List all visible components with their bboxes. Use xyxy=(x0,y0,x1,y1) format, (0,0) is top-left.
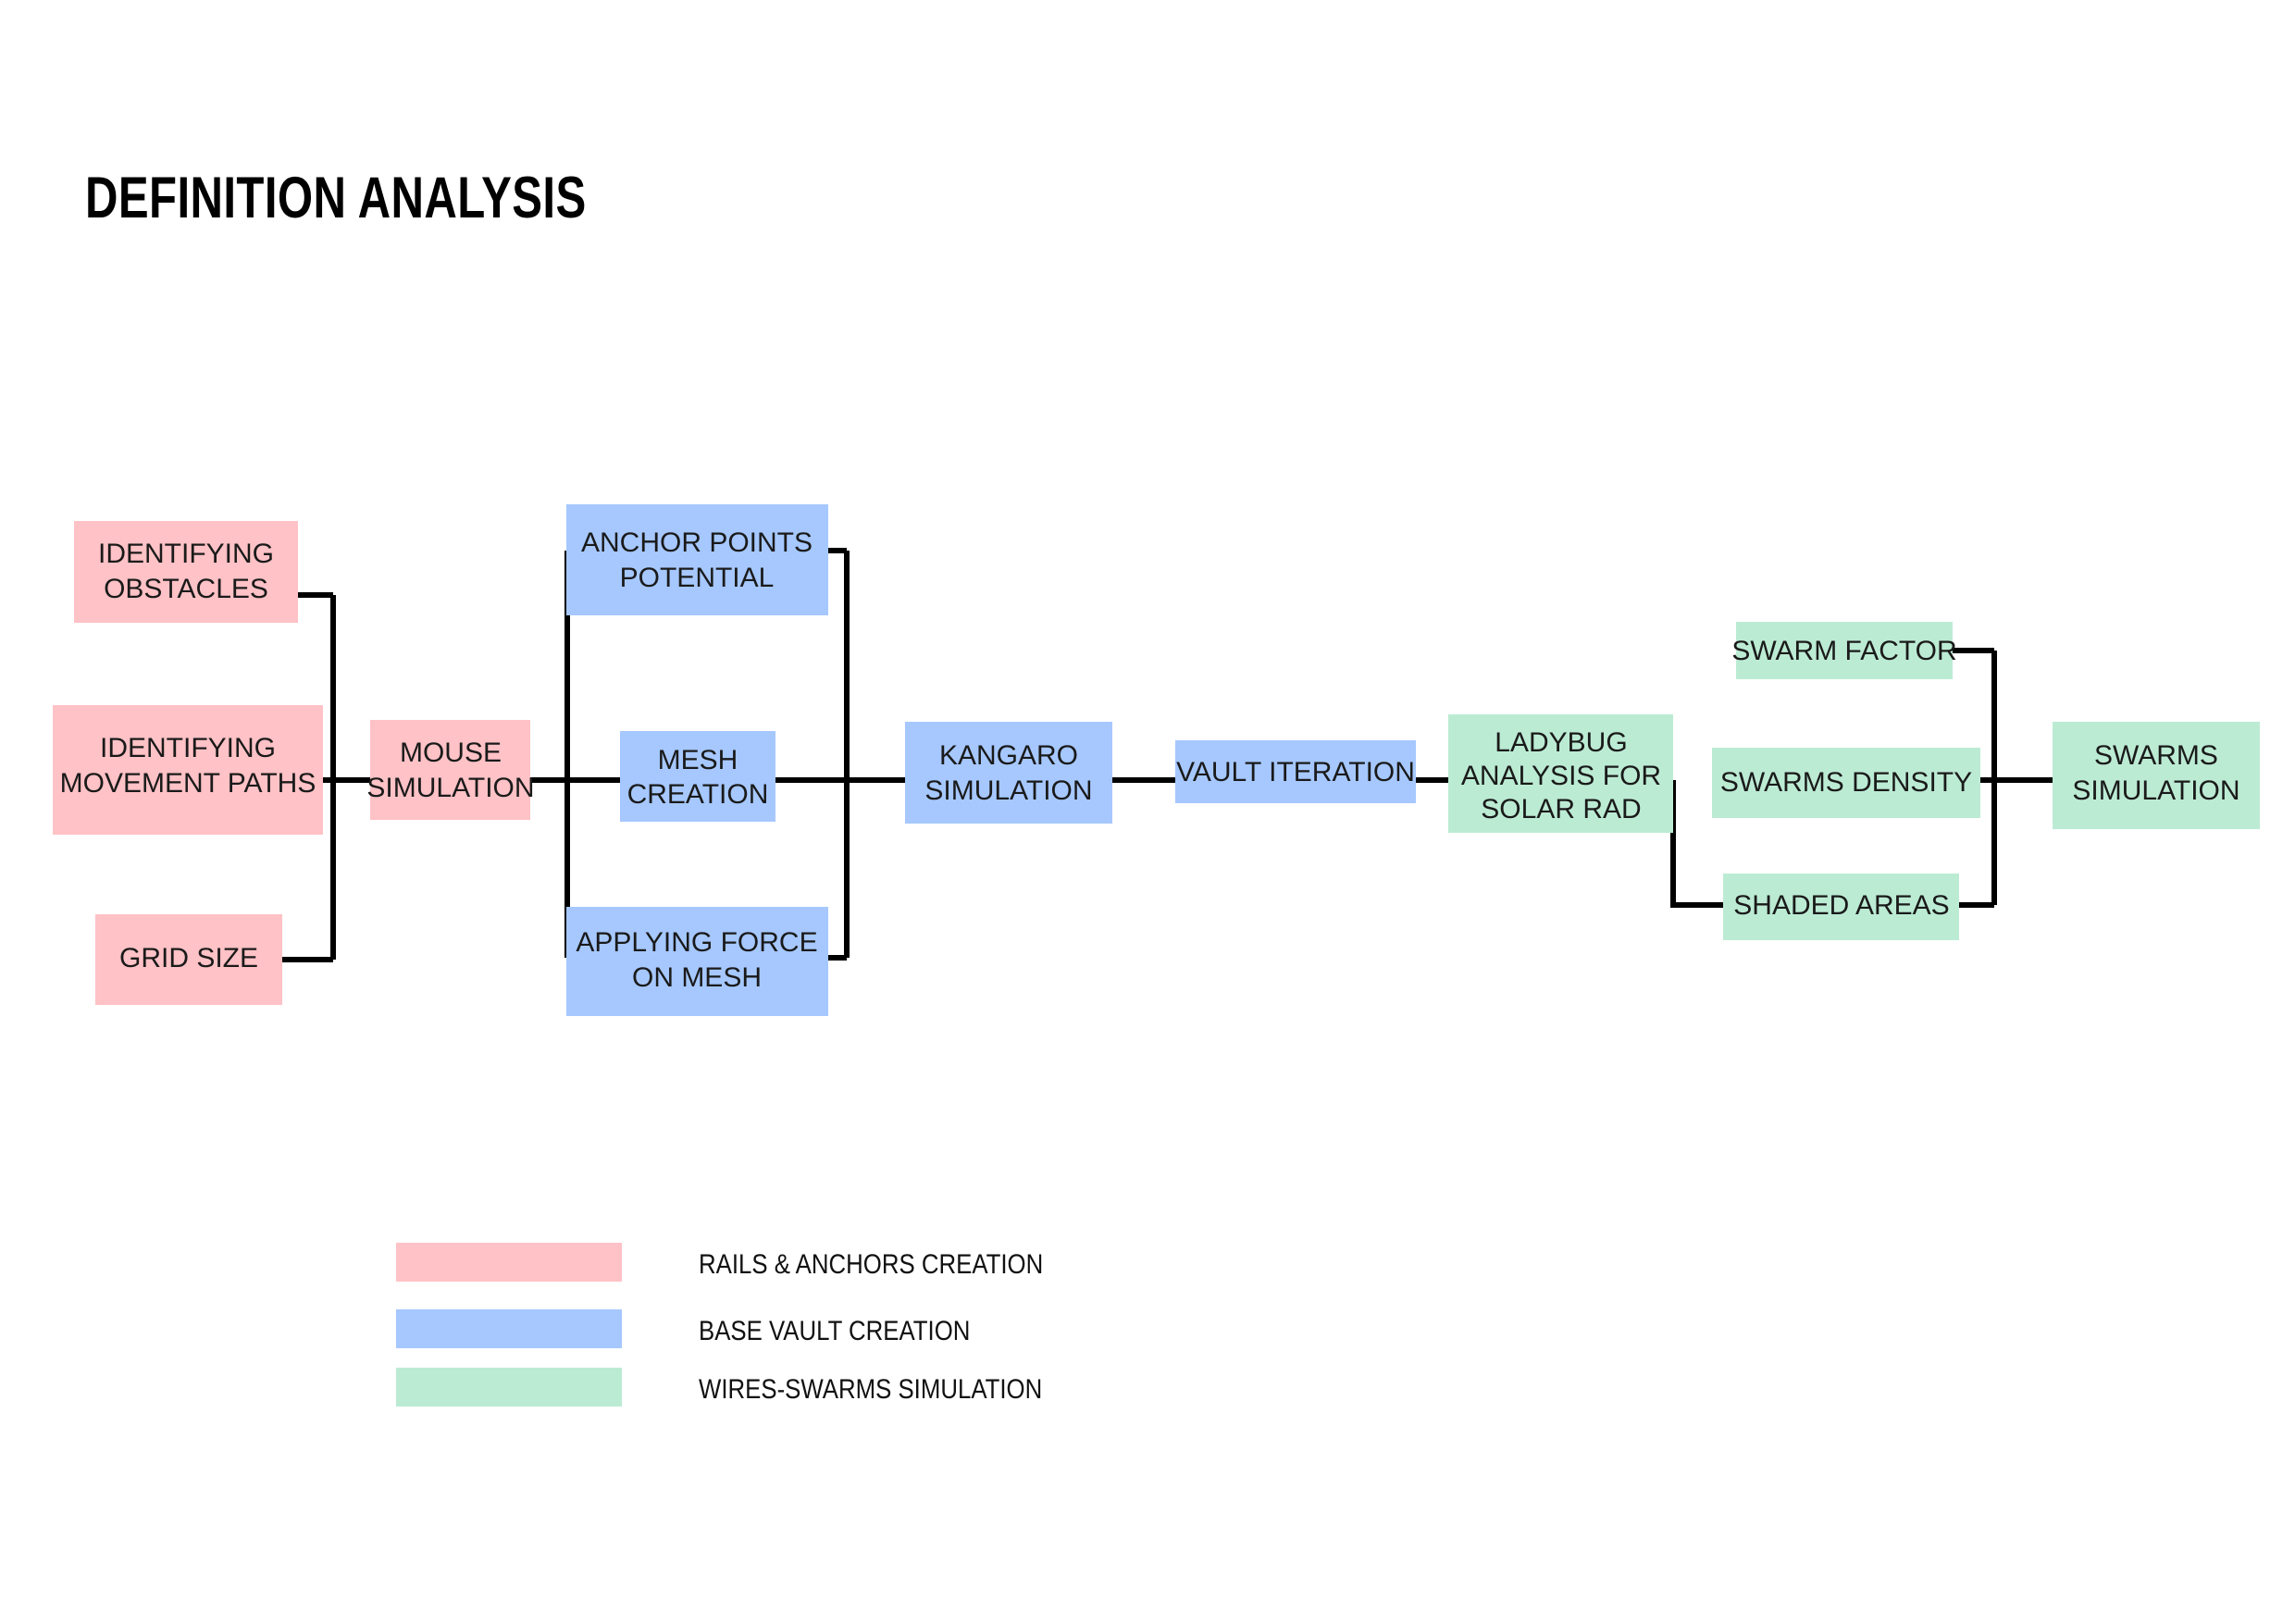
node-label-line: OBSTACLES xyxy=(104,574,268,604)
node-label-line: POTENTIAL xyxy=(620,563,775,593)
node-applying-force-on-mesh[interactable]: APPLYING FORCE ON MESH xyxy=(566,907,828,1016)
node-label-line: MOUSE xyxy=(400,738,502,768)
node-label-line: SOLAR RAD xyxy=(1481,794,1641,824)
node-label-line: SWARMS DENSITY xyxy=(1720,767,1972,798)
node-label-line: APPLYING FORCE xyxy=(576,927,817,958)
node-label-line: KANGARO xyxy=(939,740,1078,771)
node-identifying-movement-paths[interactable]: IDENTIFYING MOVEMENT PATHS xyxy=(53,705,323,835)
legend-label-rails-anchors: RAILS & ANCHORS CREATION xyxy=(699,1249,1044,1280)
page-title: DEFINITION ANALYSIS xyxy=(85,166,587,230)
node-label-line: LADYBUG xyxy=(1495,727,1627,758)
node-label-line: ANALYSIS FOR xyxy=(1461,761,1661,791)
node-label-line: CREATION xyxy=(627,779,769,810)
node-label-line: MOVEMENT PATHS xyxy=(60,768,316,799)
node-kangaro-simulation[interactable]: KANGARO SIMULATION xyxy=(905,722,1112,824)
node-swarms-simulation[interactable]: SWARMS SIMULATION xyxy=(2053,722,2260,829)
node-label-line: SWARMS xyxy=(2094,740,2218,771)
legend-swatch-green xyxy=(396,1368,622,1407)
legend-swatch-blue xyxy=(396,1309,622,1348)
node-anchor-points-potential[interactable]: ANCHOR POINTS POTENTIAL xyxy=(566,504,828,615)
node-label-line: SIMULATION xyxy=(366,773,534,803)
node-label-line: VAULT ITERATION xyxy=(1176,757,1415,787)
legend-swatch-pink xyxy=(396,1243,622,1282)
legend-label-wires-swarms: WIRES-SWARMS SIMULATION xyxy=(699,1374,1043,1405)
node-grid-size[interactable]: GRID SIZE xyxy=(95,914,282,1005)
node-mesh-creation[interactable]: MESH CREATION xyxy=(620,731,775,822)
node-swarm-factor[interactable]: SWARM FACTOR xyxy=(1731,622,1957,679)
node-label-line: ON MESH xyxy=(632,962,762,993)
node-ladybug-analysis[interactable]: LADYBUG ANALYSIS FOR SOLAR RAD xyxy=(1448,714,1673,833)
node-vault-iteration[interactable]: VAULT ITERATION xyxy=(1175,740,1416,803)
node-label-line: IDENTIFYING xyxy=(100,733,276,763)
node-shaded-areas[interactable]: SHADED AREAS xyxy=(1723,874,1959,940)
node-identifying-obstacles[interactable]: IDENTIFYING OBSTACLES xyxy=(74,521,298,623)
node-label-line: MESH xyxy=(658,745,738,775)
node-label-line: GRID SIZE xyxy=(119,943,258,973)
node-mouse-simulation[interactable]: MOUSE SIMULATION xyxy=(366,720,535,820)
node-label-line: SIMULATION xyxy=(2072,775,2239,806)
node-label-line: SWARM FACTOR xyxy=(1731,636,1956,666)
node-label-line: ANCHOR POINTS xyxy=(581,527,813,558)
node-swarms-density[interactable]: SWARMS DENSITY xyxy=(1712,748,1980,818)
node-label-line: IDENTIFYING xyxy=(98,539,274,569)
legend-label-base-vault: BASE VAULT CREATION xyxy=(699,1316,971,1346)
node-label-line: SHADED AREAS xyxy=(1733,890,1949,921)
node-label-line: SIMULATION xyxy=(924,775,1092,806)
